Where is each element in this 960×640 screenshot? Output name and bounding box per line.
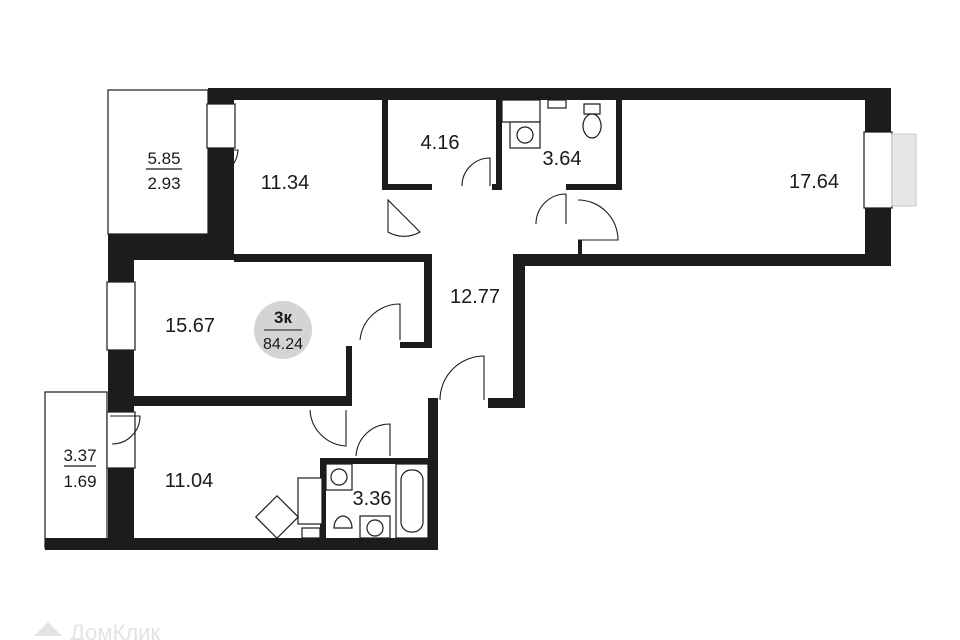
- door-swing-icon: [355, 423, 391, 457]
- balcony-bottom-area-reduced: 1.69: [63, 472, 96, 491]
- dryer-icon: [254, 494, 300, 540]
- watermark-text: ДомКлик: [70, 620, 160, 640]
- door-swing-icon: [387, 198, 421, 237]
- door-swing-icon: [439, 355, 485, 401]
- window-icon: [206, 103, 236, 149]
- window-icon: [863, 131, 893, 209]
- house-logo-icon: [34, 622, 62, 636]
- storage-area: 4.16: [421, 132, 460, 154]
- washing-machine-icon: [501, 99, 541, 123]
- balcony-bottom-label: 3.37 1.69: [63, 446, 96, 491]
- fixtures: [254, 99, 602, 540]
- apartment-type: 3к: [274, 308, 292, 327]
- door-swing-icon: [207, 149, 239, 179]
- door-swing-icon: [110, 415, 141, 445]
- door-swing-icon: [577, 199, 619, 241]
- toilet-icon: [333, 515, 353, 529]
- bathroom-bottom-area: 3.36: [353, 488, 392, 510]
- window-icon: [106, 411, 136, 469]
- bathroom-top-area: 3.64: [543, 148, 582, 170]
- windows: [106, 103, 917, 469]
- room-top-left-area: 11.34: [261, 172, 310, 194]
- door-swing-icon: [535, 193, 567, 225]
- balcony-bottom-area-full: 3.37: [63, 446, 96, 465]
- balcony-top-area-reduced: 2.93: [147, 174, 180, 193]
- doors: [110, 149, 619, 457]
- apartment-total-area: 84.24: [263, 336, 303, 353]
- door-swing-icon: [309, 409, 347, 447]
- door-swing-icon: [461, 157, 491, 187]
- window-icon: [106, 281, 136, 351]
- toilet-icon: [582, 103, 602, 139]
- room-middle-area: 15.67: [165, 315, 215, 337]
- washing-machine-icon: [297, 477, 323, 525]
- door-swing-icon: [359, 303, 401, 341]
- balcony-top-area-full: 5.85: [147, 149, 180, 168]
- watermark: ДомКлик: [34, 620, 160, 640]
- balcony-top-label: 5.85 2.93: [146, 149, 182, 193]
- apartment-badge: 3к 84.24: [254, 301, 312, 359]
- room-bottom-area: 11.04: [165, 470, 214, 492]
- hall-area: 12.77: [450, 286, 500, 308]
- room-right-area: 17.64: [789, 171, 839, 193]
